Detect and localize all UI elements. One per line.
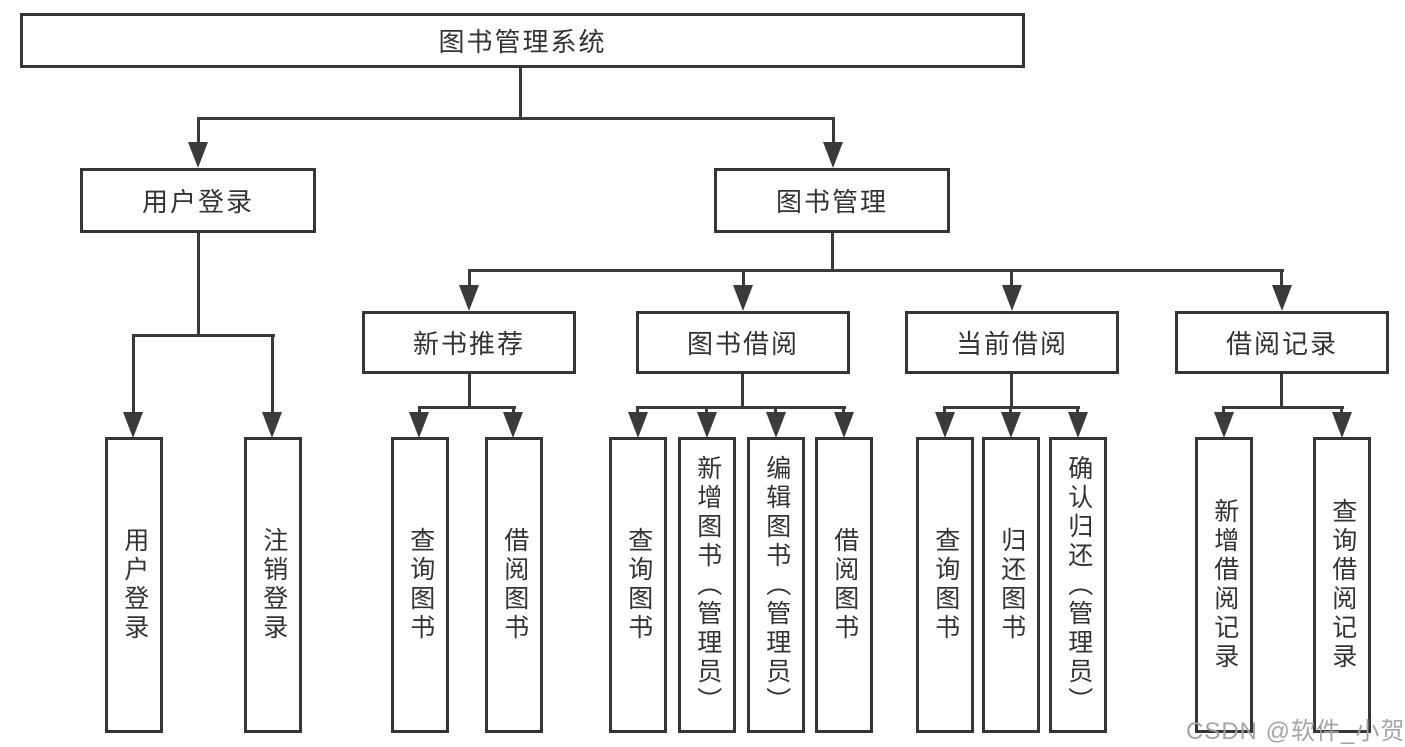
node-new-book-recommendation: 新书推荐 bbox=[362, 311, 576, 374]
arrow-down-icon bbox=[123, 412, 143, 438]
leaf-query-books-borrow: 查询图书 bbox=[609, 437, 667, 733]
arrow-down-icon bbox=[409, 412, 429, 438]
connector-stem bbox=[741, 374, 744, 409]
connector-stem bbox=[1010, 374, 1013, 409]
connector-stem bbox=[1280, 374, 1283, 409]
arrow-down-icon bbox=[1002, 285, 1022, 311]
leaf-add-book-admin: 新增图书（管理员） bbox=[678, 437, 736, 733]
connector-stem bbox=[943, 406, 946, 416]
connector-stem bbox=[705, 406, 708, 416]
connector-rail bbox=[132, 334, 275, 337]
node-label: 查询借阅记录 bbox=[1328, 498, 1357, 672]
node-label: 新增图书（管理员） bbox=[693, 454, 722, 716]
connector-stem bbox=[1280, 269, 1283, 288]
connector-rail bbox=[197, 117, 835, 120]
connector-stem bbox=[1009, 406, 1012, 416]
connector-stem bbox=[468, 269, 471, 288]
connector-stem bbox=[636, 406, 639, 416]
leaf-query-borrow-record: 查询借阅记录 bbox=[1313, 437, 1371, 733]
connector-rail bbox=[468, 269, 1284, 272]
arrow-down-icon bbox=[1068, 412, 1088, 438]
connector-stem bbox=[832, 117, 835, 145]
connector-stem bbox=[831, 233, 834, 272]
node-label: 查询图书 bbox=[931, 527, 960, 643]
node-user-login: 用户登录 bbox=[80, 168, 316, 233]
leaf-user-login: 用户登录 bbox=[105, 437, 163, 733]
arrow-down-icon bbox=[733, 285, 753, 311]
leaf-borrow-books: 借阅图书 bbox=[815, 437, 873, 733]
node-label: 图书借阅 bbox=[686, 329, 799, 359]
node-borrowing-records: 借阅记录 bbox=[1175, 311, 1389, 374]
leaf-logout: 注销登录 bbox=[244, 437, 302, 733]
arrow-down-icon bbox=[503, 412, 523, 438]
node-book-management: 图书管理 bbox=[714, 168, 950, 233]
arrow-down-icon bbox=[697, 412, 717, 438]
node-label: 归还图书 bbox=[997, 527, 1026, 643]
connector-stem bbox=[842, 406, 845, 416]
leaf-edit-book-admin: 编辑图书（管理员） bbox=[747, 437, 805, 733]
connector-stem bbox=[1010, 269, 1013, 288]
connector-stem bbox=[742, 269, 745, 288]
node-label: 查询图书 bbox=[406, 527, 435, 643]
connector-trunk bbox=[519, 68, 522, 120]
leaf-query-books-recommend: 查询图书 bbox=[391, 437, 449, 733]
arrow-down-icon bbox=[823, 142, 843, 168]
node-label: 图书管理系统 bbox=[438, 27, 607, 57]
connector-stem bbox=[512, 406, 515, 416]
connector-stem bbox=[197, 117, 200, 145]
leaf-query-books-current: 查询图书 bbox=[916, 437, 974, 733]
leaf-confirm-return-admin: 确认归还（管理员） bbox=[1049, 437, 1107, 733]
csdn-watermark: CSDN @软件_小贺同学 bbox=[1186, 718, 1405, 745]
arrow-down-icon bbox=[834, 412, 854, 438]
arrow-down-icon bbox=[188, 142, 208, 168]
connector-stem bbox=[132, 334, 135, 414]
arrow-down-icon bbox=[935, 412, 955, 438]
connector-stem bbox=[1222, 406, 1225, 416]
arrow-down-icon bbox=[1001, 412, 1021, 438]
leaf-add-borrow-record: 新增借阅记录 bbox=[1195, 437, 1253, 733]
connector-stem bbox=[774, 406, 777, 416]
connector-rail bbox=[636, 406, 846, 409]
node-label: 借阅图书 bbox=[500, 527, 529, 643]
node-label: 确认归还（管理员） bbox=[1064, 454, 1093, 716]
connector-stem bbox=[271, 334, 274, 414]
connector-rail bbox=[1222, 406, 1344, 409]
arrow-down-icon bbox=[1332, 412, 1352, 438]
node-label: 查询图书 bbox=[624, 527, 653, 643]
connector-stem bbox=[468, 374, 471, 409]
arrow-down-icon bbox=[262, 412, 282, 438]
node-label: 借阅图书 bbox=[830, 527, 859, 643]
node-library-management-system: 图书管理系统 bbox=[20, 13, 1025, 68]
arrow-down-icon bbox=[1214, 412, 1234, 438]
node-label: 用户登录 bbox=[141, 187, 254, 217]
node-current-borrowing: 当前借阅 bbox=[905, 311, 1119, 374]
leaf-return-books: 归还图书 bbox=[982, 437, 1040, 733]
connector-stem bbox=[197, 233, 200, 337]
node-label: 新书推荐 bbox=[412, 329, 525, 359]
node-label: 图书管理 bbox=[775, 187, 888, 217]
node-label: 当前借阅 bbox=[955, 329, 1068, 359]
arrow-down-icon bbox=[1272, 285, 1292, 311]
node-label: 用户登录 bbox=[120, 527, 149, 643]
arrow-down-icon bbox=[628, 412, 648, 438]
leaf-borrow-books-recommend: 借阅图书 bbox=[485, 437, 543, 733]
node-label: 借阅记录 bbox=[1225, 329, 1338, 359]
node-label: 注销登录 bbox=[259, 527, 288, 643]
connector-stem bbox=[418, 406, 421, 416]
arrow-down-icon bbox=[459, 285, 479, 311]
connector-rail bbox=[418, 406, 516, 409]
node-book-borrowing: 图书借阅 bbox=[636, 311, 850, 374]
connector-stem bbox=[1340, 406, 1343, 416]
arrow-down-icon bbox=[766, 412, 786, 438]
connector-stem bbox=[1076, 406, 1079, 416]
node-label: 编辑图书（管理员） bbox=[762, 454, 791, 716]
node-label: 新增借阅记录 bbox=[1210, 498, 1239, 672]
